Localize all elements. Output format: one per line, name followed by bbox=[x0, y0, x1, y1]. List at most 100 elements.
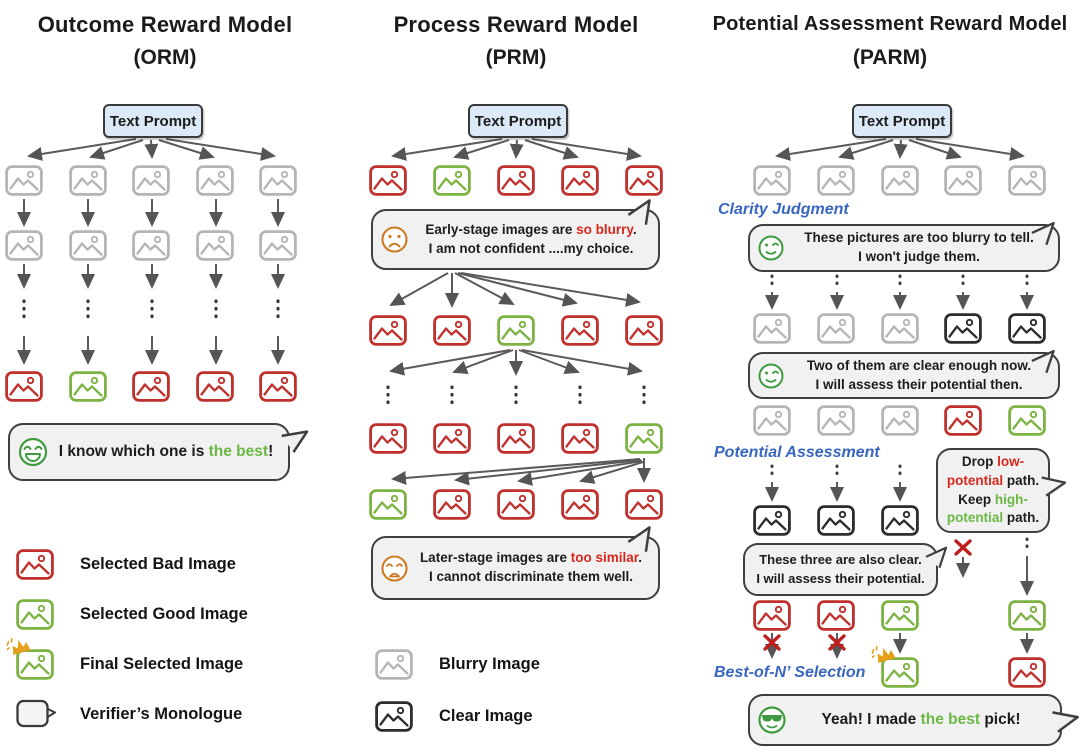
bad-image-icon bbox=[753, 600, 791, 631]
parm-bubble2-tail bbox=[1031, 349, 1055, 374]
legend-item-label: Selected Bad Image bbox=[80, 555, 236, 573]
bad-image-icon bbox=[16, 549, 54, 580]
orm-text-prompt-box: Text Prompt bbox=[103, 104, 203, 138]
crown-icon bbox=[871, 645, 896, 663]
sad-face-icon bbox=[381, 226, 408, 253]
good-image-icon bbox=[881, 600, 919, 631]
prm-row-4 bbox=[369, 489, 663, 520]
blurry-image-icon bbox=[259, 230, 297, 261]
good-image-icon bbox=[433, 165, 471, 196]
prm-row-2 bbox=[369, 315, 663, 346]
bad-image-icon bbox=[561, 423, 599, 454]
sunglasses-face-icon bbox=[758, 706, 786, 734]
blurry-image-icon bbox=[132, 230, 170, 261]
prm-row-3 bbox=[369, 423, 663, 454]
bad-image-icon bbox=[817, 600, 855, 631]
bad-image-icon bbox=[561, 315, 599, 346]
blurry-image-icon bbox=[816, 405, 855, 436]
blurry-image-icon bbox=[1008, 165, 1046, 196]
blurry-image-icon bbox=[880, 165, 919, 196]
legend-item-label: Verifier’s Monologue bbox=[80, 705, 243, 723]
blurry-image-icon bbox=[5, 165, 43, 196]
monologue-bubble-icon bbox=[16, 699, 56, 730]
bad-image-icon bbox=[433, 489, 471, 520]
parm-arrows bbox=[763, 138, 1034, 659]
blurry-image-icon bbox=[816, 313, 855, 344]
legend-item: Selected Bad Image bbox=[16, 549, 248, 580]
good-image-icon bbox=[625, 423, 663, 454]
final-image-icon bbox=[6, 637, 54, 680]
potential-assessment-label: Potential Assessment bbox=[714, 444, 880, 461]
prm-subtitle: (PRM) bbox=[485, 46, 547, 69]
blurry-image-icon bbox=[375, 649, 413, 680]
bad-image-icon bbox=[1008, 657, 1046, 688]
wink-face-icon bbox=[758, 363, 784, 388]
bad-image-icon bbox=[497, 489, 535, 520]
bad-image-icon bbox=[132, 371, 170, 402]
legend-item: Final Selected Image bbox=[6, 637, 248, 680]
legend-item-label: Selected Good Image bbox=[80, 605, 248, 623]
final-image-icon bbox=[871, 645, 919, 688]
clear-image-icon bbox=[753, 505, 791, 536]
bad-image-icon bbox=[497, 165, 535, 196]
blurry-image-icon bbox=[880, 405, 919, 436]
orm-bubble-tail bbox=[281, 430, 309, 453]
orm-generation-row-2 bbox=[5, 230, 297, 261]
prm-arrows bbox=[386, 138, 651, 486]
prm-later-stage-bubble: Later-stage images are too similar. I ca… bbox=[371, 536, 660, 600]
prm-bubble2-tail bbox=[627, 526, 651, 552]
clear-image-icon bbox=[881, 505, 919, 536]
clear-image-icon bbox=[817, 505, 855, 536]
parm-drop-bubble-tail bbox=[1041, 476, 1067, 497]
blurry-image-icon bbox=[753, 405, 791, 436]
blurry-image-icon bbox=[753, 313, 791, 344]
bad-image-icon bbox=[561, 489, 599, 520]
clear-image-icon bbox=[375, 701, 413, 732]
blurry-image-icon bbox=[132, 165, 170, 196]
bad-image-icon bbox=[944, 405, 983, 436]
prm-row-1 bbox=[369, 165, 663, 196]
bad-image-icon bbox=[561, 165, 599, 196]
parm-subtitle: (PARM) bbox=[852, 46, 928, 69]
good-image-icon bbox=[369, 489, 407, 520]
bad-image-icon bbox=[369, 423, 407, 454]
orm-generation-row-1 bbox=[5, 165, 297, 196]
orm-subtitle: (ORM) bbox=[133, 46, 197, 69]
blurry-image-icon bbox=[816, 165, 855, 196]
prm-text-prompt-box: Text Prompt bbox=[468, 104, 568, 138]
parm-assess-bubble: Two of them are clear enough now. I will… bbox=[748, 352, 1060, 399]
best-of-n-selection-label: Best-of-N’ Selection bbox=[714, 664, 866, 681]
bad-image-icon bbox=[433, 423, 471, 454]
bad-image-icon bbox=[433, 315, 471, 346]
legend-item-label: Final Selected Image bbox=[80, 655, 244, 673]
legend-item-label: Blurry Image bbox=[439, 655, 540, 673]
bad-image-icon bbox=[259, 371, 297, 402]
parm-clear-bubble: These three are also clear. I will asses… bbox=[743, 543, 938, 596]
parm-final-bubble-tail bbox=[1052, 711, 1079, 733]
blurry-image-icon bbox=[68, 165, 107, 196]
prm-title: Process Reward Model bbox=[393, 12, 639, 37]
parm-candidate-row-left bbox=[753, 600, 919, 631]
legend-item: Blurry Image bbox=[375, 649, 540, 680]
legend-item: Verifier’s Monologue bbox=[16, 699, 248, 730]
clear-image-icon bbox=[944, 313, 983, 344]
parm-candidate-row-right bbox=[1008, 600, 1046, 631]
blurry-image-icon bbox=[195, 230, 234, 261]
good-image-icon bbox=[1008, 600, 1046, 631]
parm-row-1 bbox=[753, 165, 1046, 196]
blurry-image-icon bbox=[753, 165, 791, 196]
orm-final-row bbox=[5, 371, 297, 402]
wink-face-icon bbox=[758, 235, 784, 261]
legend-item: Clear Image bbox=[375, 701, 540, 732]
parm-row-2 bbox=[753, 313, 1046, 344]
anguished-face-icon bbox=[381, 554, 408, 582]
parm-title: Potential Assessment Reward Model bbox=[712, 13, 1068, 35]
good-image-icon bbox=[16, 599, 54, 630]
bad-image-icon bbox=[625, 489, 663, 520]
parm-clear-row bbox=[753, 505, 919, 536]
parm-final-selected bbox=[871, 645, 919, 688]
